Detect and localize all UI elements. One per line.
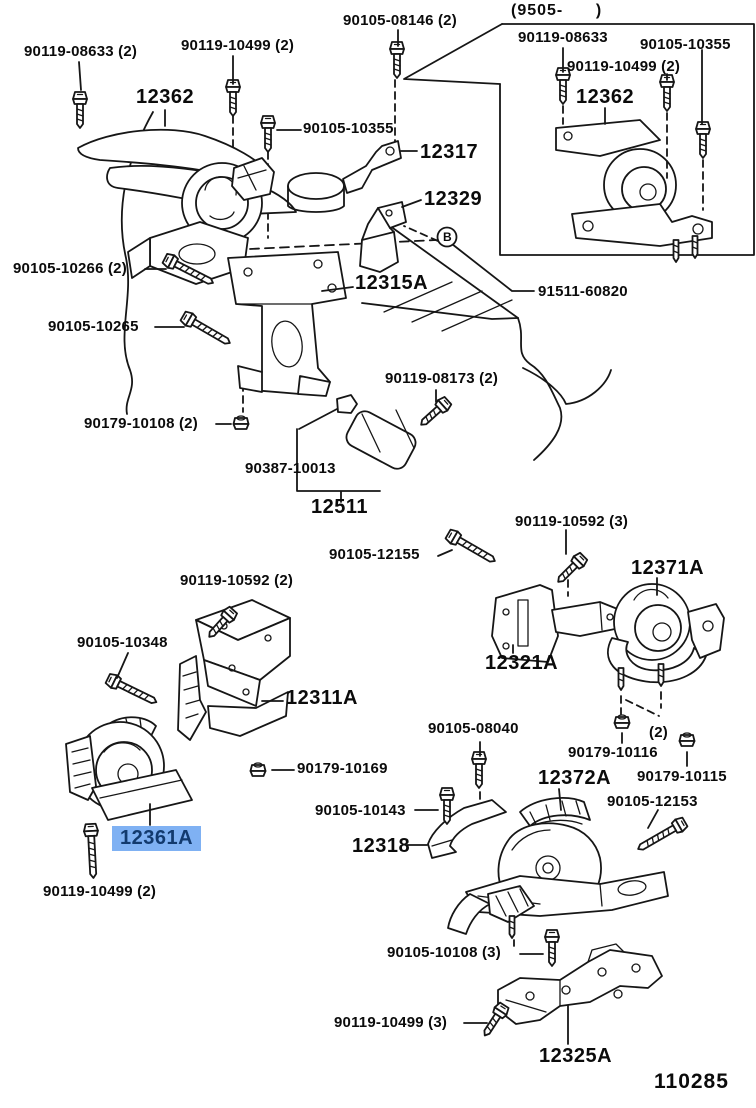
label-90105-10355-main[interactable]: 90105-10355: [303, 120, 394, 137]
bracket-12315a: [227, 251, 347, 397]
label-90179-10116[interactable]: 90179-10116: [568, 744, 658, 761]
label-90119-10499-bottom-left[interactable]: 90119-10499 (2): [43, 883, 157, 900]
label-90105-12155[interactable]: 90105-12155: [329, 546, 420, 563]
inset-date-range: (9505- ): [511, 2, 603, 19]
part-number-12361a-selected[interactable]: 12361A: [112, 826, 202, 851]
callout-b-circle: [436, 226, 458, 248]
label-90105-10348[interactable]: 90105-10348: [77, 634, 168, 651]
leader-lines: [78, 29, 703, 1045]
label-90105-08146[interactable]: 90105-08146 (2): [343, 12, 457, 29]
label-90387-10013[interactable]: 90387-10013: [245, 460, 336, 477]
engine-outline: [120, 111, 612, 461]
qty-2-badge: (2): [649, 724, 668, 741]
label-90179-10108[interactable]: 90179-10108 (2): [84, 415, 198, 432]
label-90105-10143[interactable]: 90105-10143: [315, 802, 406, 819]
crossmember-12325a: [497, 943, 663, 1025]
part-number-12311a[interactable]: 12311A: [286, 687, 358, 709]
bracket-12321a: [491, 584, 621, 663]
label-90119-10592-left[interactable]: 90119-10592 (2): [180, 572, 294, 589]
label-90119-08633-inset[interactable]: 90119-08633: [518, 29, 608, 46]
label-90105-08040[interactable]: 90105-08040: [428, 720, 519, 737]
bracket-12329: [359, 201, 407, 273]
part-number-12372a[interactable]: 12372A: [538, 767, 612, 789]
inset-box: [403, 23, 755, 263]
mount-12371a: [607, 583, 725, 691]
label-90119-08173[interactable]: 90119-08173 (2): [385, 370, 499, 387]
mount-12361a: [65, 716, 193, 821]
label-90105-10108[interactable]: 90105-10108 (3): [387, 944, 501, 961]
label-90119-10592-right[interactable]: 90119-10592 (3): [515, 513, 629, 530]
mount-12372a: [447, 797, 669, 939]
label-90119-10499-bottom[interactable]: 90119-10499 (3): [334, 1014, 448, 1031]
part-number-12317[interactable]: 12317: [420, 141, 479, 163]
label-90179-10169[interactable]: 90179-10169: [297, 760, 388, 777]
label-90119-10499-top[interactable]: 90119-10499 (2): [181, 37, 295, 54]
part-number-12511[interactable]: 12511: [311, 496, 369, 518]
callout-b: B: [443, 230, 452, 244]
label-90105-12153[interactable]: 90105-12153: [607, 793, 698, 810]
label-90179-10115[interactable]: 90179-10115: [637, 768, 727, 785]
damper-12511: [296, 394, 417, 503]
label-91511-60820[interactable]: 91511-60820: [538, 283, 628, 300]
part-number-12362[interactable]: 12362: [136, 86, 195, 108]
label-90119-08633-top[interactable]: 90119-08633 (2): [24, 43, 138, 60]
figure-code: 110285: [654, 1070, 729, 1093]
label-90105-10266[interactable]: 90105-10266 (2): [13, 260, 127, 277]
inset-mount-12362: [555, 119, 713, 263]
part-number-12315a[interactable]: 12315A: [355, 272, 429, 294]
label-90105-10265[interactable]: 90105-10265: [48, 318, 139, 335]
mount-assembly-12362: [77, 128, 345, 285]
label-90105-10355-inset[interactable]: 90105-10355: [640, 36, 731, 53]
label-90119-10499-inset[interactable]: 90119-10499 (2): [567, 58, 681, 75]
part-number-12325a[interactable]: 12325A: [539, 1045, 613, 1067]
part-number-12371a[interactable]: 12371A: [631, 557, 705, 579]
strap-12317: [342, 140, 402, 194]
part-number-12362-inset[interactable]: 12362: [576, 86, 635, 108]
part-number-12329[interactable]: 12329: [424, 188, 483, 210]
bracket-12311a: [177, 599, 291, 741]
part-number-12321a[interactable]: 12321A: [485, 652, 559, 674]
part-number-12318[interactable]: 12318: [352, 835, 411, 857]
